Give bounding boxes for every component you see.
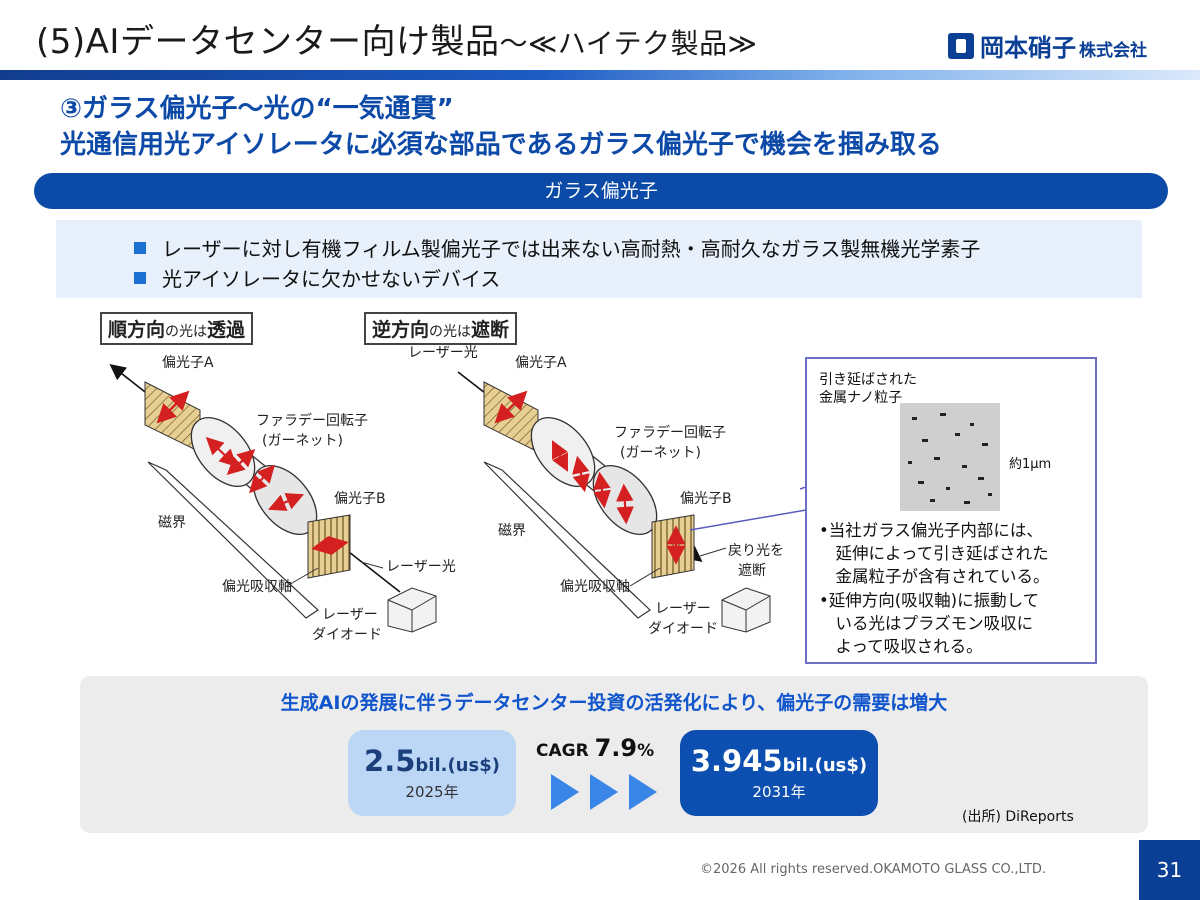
nanoparticle-micrograph bbox=[900, 403, 1000, 511]
bullet-square-icon bbox=[134, 272, 146, 284]
label-polarizer-a: 偏光子A bbox=[515, 355, 567, 371]
callout-text-line: •延伸方向(吸収軸)に振動して bbox=[819, 591, 1040, 610]
label-garnet: (ガーネット) bbox=[620, 445, 701, 461]
label-laser-diode-2: ダイオード bbox=[312, 627, 382, 643]
value-2025: 2.5 bbox=[364, 744, 416, 778]
market-2025-value: 2.5bil.(us$) bbox=[348, 744, 516, 778]
label-absorption-axis: 偏光吸収軸 bbox=[222, 579, 292, 595]
label-return-light: 戻り光を bbox=[728, 543, 784, 559]
copyright-text: ©2026 All rights reserved.OKAMOTO GLASS … bbox=[700, 862, 1047, 877]
slide-title: (5)AIデータセンター向け製品～≪ハイテク製品≫ bbox=[36, 14, 757, 63]
cagr-value: 7.9 bbox=[594, 734, 638, 762]
magnetic-field-arrow bbox=[483, 461, 651, 619]
unit-2031: bil.(us$) bbox=[782, 755, 868, 776]
label-absorption-axis: 偏光吸収軸 bbox=[560, 579, 630, 595]
cagr-unit: % bbox=[637, 741, 655, 761]
cagr-text: CAGR bbox=[536, 741, 589, 761]
bullet-item: 光アイソレータに欠かせないデバイス bbox=[134, 263, 500, 292]
title-sub: ～≪ハイテク製品≫ bbox=[499, 27, 758, 60]
forward-diagram bbox=[109, 364, 437, 633]
polarization-arrow bbox=[311, 536, 349, 555]
label-garnet: (ガーネット) bbox=[262, 433, 343, 449]
page-number: 31 bbox=[1139, 840, 1200, 900]
callout-connector bbox=[689, 509, 807, 531]
header-divider bbox=[0, 70, 1200, 80]
forward-title: 順方向の光は透過 bbox=[100, 312, 254, 345]
year-2031: 2031年 bbox=[752, 783, 806, 801]
year-2025: 2025年 bbox=[405, 783, 459, 801]
forward-title-small: の光は bbox=[165, 324, 208, 340]
forward-title-bold: 順方向 bbox=[108, 319, 166, 341]
label-laser-diode-1: レーザー bbox=[322, 607, 378, 623]
reverse-title: 逆方向の光は遮断 bbox=[364, 312, 518, 345]
growth-arrow-icon bbox=[590, 774, 618, 810]
label-magnetic-field: 磁界 bbox=[158, 515, 186, 531]
label-faraday-rotator: ファラデー回転子 bbox=[256, 413, 368, 429]
logo-suffix: 株式会社 bbox=[1079, 41, 1147, 61]
label-polarizer-a: 偏光子A bbox=[162, 355, 214, 371]
label-laser-light: レーザー光 bbox=[386, 559, 456, 575]
callout-text-line: いる光はプラズモン吸収に bbox=[819, 614, 1034, 633]
market-2031-value: 3.945bil.(us$) bbox=[680, 744, 878, 778]
market-headline: 生成AIの発展に伴うデータセンター投資の活発化により、偏光子の需要は増大 bbox=[280, 692, 948, 714]
bullet-text: 光アイソレータに欠かせないデバイス bbox=[162, 267, 501, 291]
logo-name: 岡本硝子 bbox=[980, 34, 1076, 62]
headline-line-1: ③ガラス偏光子～光の“一気通貫” bbox=[60, 94, 454, 124]
reverse-diagram bbox=[457, 371, 1005, 633]
label-blocked: 遮断 bbox=[738, 563, 766, 579]
company-logo: 岡本硝子 株式会社 bbox=[948, 28, 1147, 63]
callout-caption-2: 金属ナノ粒子 bbox=[819, 390, 903, 406]
rotation-arrow bbox=[249, 464, 275, 494]
label-polarizer-b: 偏光子B bbox=[334, 491, 386, 507]
reverse-title-bold: 逆方向 bbox=[372, 319, 430, 341]
headline-line-2: 光通信用光アイソレータに必須な部品であるガラス偏光子で機会を掴み取る bbox=[60, 130, 942, 160]
logo-mark-icon bbox=[948, 32, 974, 59]
rotation-arrow bbox=[552, 440, 568, 472]
market-2025-box: 2.5bil.(us$) 2025年 bbox=[348, 730, 516, 816]
title-main: (5)AIデータセンター向け製品 bbox=[36, 22, 500, 62]
rotation-arrow bbox=[267, 493, 305, 511]
bullet-text: レーザーに対し有機フィルム製偏光子では出来ない高耐熱・高耐久なガラス製無機光学素… bbox=[162, 237, 981, 261]
label-laser-diode-1: レーザー bbox=[655, 601, 711, 617]
magnetic-field-arrow bbox=[147, 461, 319, 619]
rotation-arrow bbox=[593, 471, 611, 509]
reverse-title-bold-2: 遮断 bbox=[471, 319, 510, 341]
callout-text-line: 金属粒子が含有されている。 bbox=[819, 567, 1050, 586]
label-magnetic-field: 磁界 bbox=[498, 523, 526, 539]
rotation-arrow bbox=[226, 449, 256, 475]
rotation-arrow bbox=[616, 483, 634, 525]
reverse-title-small: の光は bbox=[429, 324, 472, 340]
bullet-panel: レーザーに対し有機フィルム製偏光子では出来ない高耐熱・高耐久なガラス製無機光学素… bbox=[56, 220, 1142, 298]
market-2031-box: 3.945bil.(us$) 2031年 bbox=[680, 730, 878, 816]
bullet-square-icon bbox=[134, 242, 146, 254]
label-faraday-rotator: ファラデー回転子 bbox=[614, 425, 726, 441]
polarizer-a-shape bbox=[483, 381, 539, 453]
source-note: (出所) DiReports bbox=[962, 809, 1074, 825]
callout-scale-label: 約1μm bbox=[1009, 457, 1052, 472]
unit-2025: bil.(us$) bbox=[415, 755, 500, 776]
section-title-bar: ガラス偏光子 bbox=[34, 173, 1168, 209]
callout-text-line: よって吸収される。 bbox=[819, 637, 983, 656]
polarization-arrow bbox=[494, 390, 528, 424]
growth-arrow-icon bbox=[551, 774, 579, 810]
label-laser-diode-2: ダイオード bbox=[648, 621, 718, 637]
growth-arrow-icon bbox=[629, 774, 657, 810]
label-laser-light: レーザー光 bbox=[408, 345, 478, 361]
value-2031: 3.945 bbox=[690, 744, 783, 778]
label-polarizer-b: 偏光子B bbox=[680, 491, 732, 507]
forward-title-bold-2: 透過 bbox=[207, 319, 246, 341]
callout-caption-1: 引き延ばされた bbox=[819, 372, 917, 388]
bullet-item: レーザーに対し有機フィルム製偏光子では出来ない高耐熱・高耐久なガラス製無機光学素… bbox=[134, 233, 980, 262]
rotation-arrow bbox=[572, 455, 590, 493]
callout-text-line: •当社ガラス偏光子内部には、 bbox=[819, 521, 1043, 540]
cagr-label: CAGR 7.9% bbox=[536, 734, 654, 762]
polarization-arrow bbox=[156, 390, 190, 424]
callout-text-line: 延伸によって引き延ばされた bbox=[819, 544, 1049, 563]
